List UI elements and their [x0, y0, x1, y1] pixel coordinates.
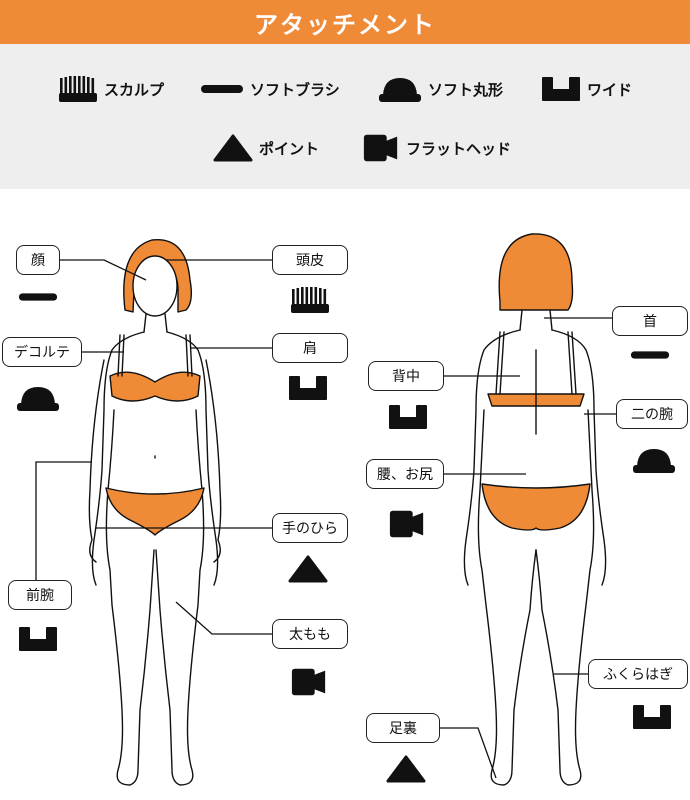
body-illustration [35, 233, 616, 786]
legend-scalp: スカルプ [58, 75, 164, 103]
title-bar: アタッチメント [0, 0, 690, 44]
label-palm: 手のひら [272, 513, 348, 543]
label-calf: ふくらはぎ [588, 659, 688, 689]
waist-hip-flat-head-icon [388, 508, 426, 540]
shoulder-wide-icon [288, 375, 328, 401]
legend-point-label: ポイント [259, 139, 320, 158]
legend: スカルプ ソフトブラシ ソフト丸形 ワイド ポイント フラットヘッド [0, 44, 690, 189]
label-forearm-text: 前腕 [26, 588, 54, 604]
scalp-scalp-icon [290, 285, 330, 315]
palm-point-icon [288, 554, 328, 584]
label-neck: 首 [612, 306, 688, 336]
legend-scalp-label: スカルプ [104, 80, 165, 99]
label-thigh: 太もも [272, 619, 348, 649]
calf-wide-icon [632, 704, 672, 730]
label-back: 背中 [368, 361, 444, 391]
label-scalp: 頭皮 [272, 245, 348, 275]
forearm-wide-icon [18, 626, 58, 652]
legend-flat-head: フラットヘッド [362, 132, 511, 164]
legend-soft-round: ソフト丸形 [378, 74, 503, 104]
label-scalp-text: 頭皮 [296, 253, 324, 269]
figures-area: 顔 頭皮 デコルテ 肩 手のひら 前腕 太もも 首 背中 二の腕 腰、お尻 ふく… [0, 190, 690, 800]
label-decollete-text: デコルテ [14, 345, 70, 361]
label-shoulder: 肩 [272, 333, 348, 363]
legend-wide-label: ワイド [587, 80, 633, 99]
label-waist-hip: 腰、お尻 [366, 459, 444, 489]
label-upper-arm: 二の腕 [616, 399, 688, 429]
scalp-icon [58, 75, 98, 103]
back-wide-icon [388, 404, 428, 430]
upper-arm-soft-round-icon [632, 444, 676, 476]
label-waist-hip-text: 腰、お尻 [377, 467, 433, 483]
thigh-flat-head-icon [290, 666, 328, 698]
label-thigh-text: 太もも [289, 627, 331, 643]
sole-point-icon [386, 754, 426, 784]
point-icon [213, 133, 253, 163]
label-face: 顔 [16, 245, 60, 275]
front-figure [88, 239, 222, 786]
label-forearm: 前腕 [8, 580, 72, 610]
label-palm-text: 手のひら [282, 521, 338, 537]
label-sole-text: 足裏 [389, 721, 417, 737]
soft-brush-icon [200, 75, 244, 103]
label-sole: 足裏 [366, 713, 440, 743]
legend-soft-round-label: ソフト丸形 [428, 80, 504, 99]
legend-soft-brush: ソフトブラシ [200, 75, 340, 103]
back-figure [463, 233, 607, 786]
flat-head-icon [362, 132, 400, 164]
legend-soft-brush-label: ソフトブラシ [250, 80, 340, 99]
decollete-soft-round-icon [16, 382, 60, 414]
label-back-text: 背中 [392, 369, 420, 385]
soft-round-icon [378, 74, 422, 104]
legend-wide: ワイド [541, 75, 632, 103]
neck-soft-brush-icon [630, 348, 670, 362]
label-neck-text: 首 [643, 314, 657, 330]
label-decollete: デコルテ [2, 337, 82, 367]
label-calf-text: ふくらはぎ [603, 667, 673, 683]
label-face-text: 顔 [31, 253, 45, 269]
wide-icon [541, 75, 581, 103]
label-shoulder-text: 肩 [303, 341, 317, 357]
legend-point: ポイント [213, 133, 319, 163]
face-soft-brush-icon [18, 290, 58, 304]
page-title: アタッチメント [254, 10, 436, 39]
label-upper-arm-text: 二の腕 [631, 407, 673, 423]
legend-flat-head-label: フラットヘッド [406, 139, 512, 158]
